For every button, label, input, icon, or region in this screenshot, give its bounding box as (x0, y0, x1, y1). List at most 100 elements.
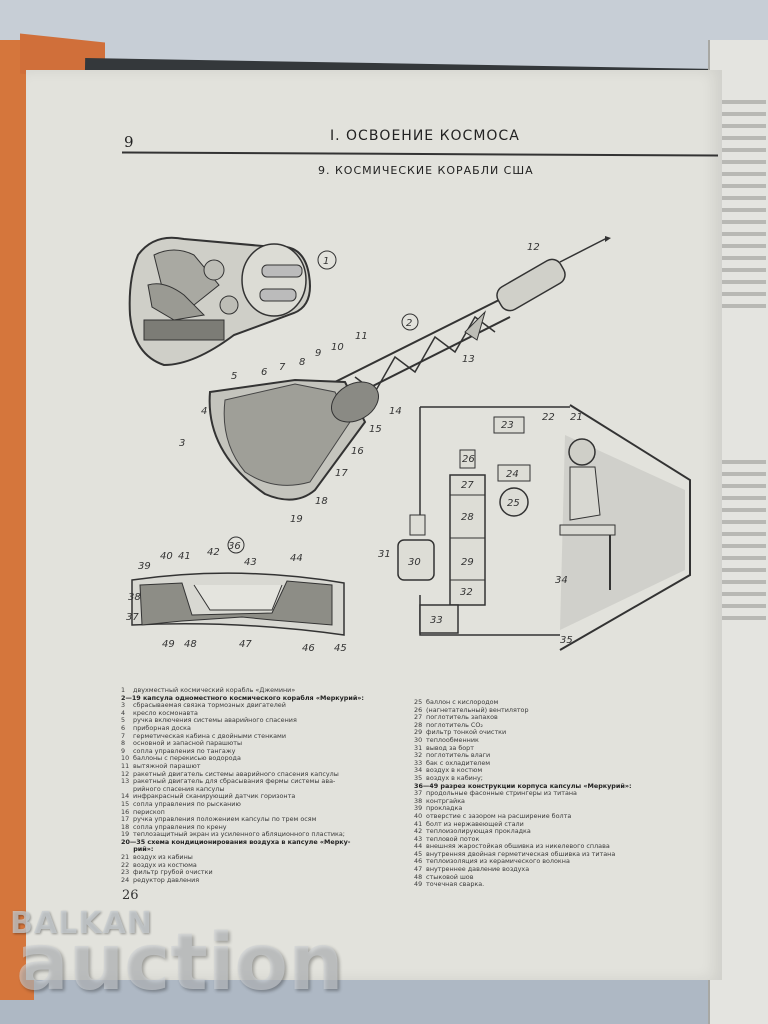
legend-item-number: 20—35 (121, 837, 146, 846)
legend-item-number: 14 (121, 792, 130, 801)
legend-item-text: поглотитель CO₂ (426, 720, 483, 729)
legend-item: 25 баллон с кислородом (414, 698, 632, 707)
legend-item: 21 воздух из кабины (121, 853, 364, 862)
legend-item: 17 ручка управления положением капсулы п… (121, 815, 364, 824)
svg-text:18: 18 (315, 496, 328, 507)
callout-2: 2 (406, 318, 412, 329)
legend-item-number: 19 (121, 830, 130, 839)
legend-item-number: 25 (414, 698, 423, 706)
svg-text:8: 8 (299, 357, 305, 368)
legend-item-text: двухместный космический корабль «Джемини… (133, 686, 296, 694)
legend-item: 3 сбрасываемая связка тормозных двигател… (121, 701, 364, 710)
legend-item-number: 42 (414, 827, 423, 836)
svg-text:4: 4 (201, 406, 207, 417)
legend-item-number: 6 (121, 723, 126, 732)
legend-item-text: фильтр тонкой очистки (426, 728, 507, 737)
legend-item: 36—49 разрез конструкции корпуса капсулы… (414, 781, 632, 791)
legend-item-text: капсула одноместного космического корабл… (142, 693, 364, 702)
svg-text:25: 25 (507, 498, 520, 509)
legend-item-text: теплоизолирующая прокладка (426, 827, 531, 836)
legend-item-number: 30 (414, 735, 423, 744)
legend-item-number: 32 (414, 751, 423, 760)
svg-text:49: 49 (162, 639, 175, 650)
watermark-auction: auction (16, 918, 344, 1008)
legend-item-text: рийного спасения капсулы (133, 784, 225, 793)
svg-text:30: 30 (408, 557, 421, 568)
legend-item-text: продольные фасонные стрингеры из титана (426, 789, 577, 798)
legend-item-number: 44 (414, 842, 423, 851)
svg-text:23: 23 (501, 420, 514, 431)
svg-text:21: 21 (570, 412, 583, 423)
svg-text:6: 6 (261, 367, 267, 378)
legend-item-text: редуктор давления (133, 875, 200, 884)
svg-text:17: 17 (335, 468, 348, 479)
legend-item: 26 (нагнетательный) вентилятор (414, 706, 632, 715)
legend-item-number: 28 (414, 720, 423, 729)
svg-text:15: 15 (369, 424, 382, 435)
legend-item-text: фильтр грубой очистки (133, 868, 213, 877)
legend-item-number: 48 (414, 872, 423, 881)
legend-item-number: 31 (414, 743, 423, 752)
svg-text:37: 37 (126, 612, 139, 623)
legend-item-number: 33 (414, 758, 423, 767)
legend-item-text: баллоны с перекисью водорода (133, 754, 241, 763)
legend-item-number: 9 (121, 746, 126, 755)
watermark-balkan: BALKAN (10, 906, 153, 941)
svg-text:29: 29 (461, 557, 474, 568)
legend-item-number: 11 (121, 761, 130, 770)
legend-item-text: тепловой поток (426, 834, 480, 843)
legend-item: 20—35 схема кондиционирования воздуха в … (121, 837, 364, 847)
legend-item: 7 герметическая кабина с двойными стенка… (121, 731, 364, 741)
legend-item: 5 ручка включения системы аварийного спа… (121, 717, 364, 725)
legend-item-number: 13 (121, 777, 130, 786)
legend-item: 6 приборная доска (121, 723, 364, 733)
legend-item: 29 фильтр тонкой очистки (414, 729, 632, 737)
svg-text:38: 38 (128, 592, 141, 603)
legend-item: 42 теплоизолирующая прокладка (414, 827, 632, 836)
legend-item-text: ручка включения системы аварийного спасе… (133, 716, 297, 725)
legend-item: 10 баллоны с перекисью водорода (121, 755, 364, 763)
svg-text:12: 12 (527, 242, 540, 253)
legend-item-text: воздух из кабины (133, 853, 193, 862)
legend-item-text: точечная сварка. (426, 880, 485, 889)
svg-text:44: 44 (290, 553, 303, 564)
legend-item-text: основной и запасной парашюты (133, 739, 243, 748)
legend-item-text: контргайка (426, 796, 465, 805)
legend-item-number: 3 (121, 701, 126, 710)
legend-item: 48 стыковой шов (414, 872, 632, 882)
legend-item-number: 47 (414, 865, 423, 874)
svg-text:13: 13 (462, 354, 475, 365)
legend-item-number: 10 (121, 754, 130, 763)
svg-text:26: 26 (462, 454, 475, 465)
legend-item: 39 прокладка (414, 805, 632, 813)
legend-item-text: теплообменник (426, 735, 479, 744)
legend-item-number: 8 (121, 739, 126, 748)
legend-item-text: герметическая кабина с двойными стенками (133, 731, 287, 740)
svg-text:10: 10 (331, 342, 344, 353)
legend-item-text: приборная доска (133, 723, 191, 732)
section-title: 9. КОСМИЧЕСКИЕ КОРАБЛИ США (318, 164, 534, 177)
legend-item-number: 24 (121, 875, 130, 884)
legend-item-text: перископ (133, 807, 165, 816)
legend-item-number: 16 (121, 807, 130, 816)
legend-item-number: 35 (414, 773, 423, 782)
legend-item-number: 40 (414, 811, 423, 820)
table-surface (0, 975, 768, 1024)
legend-item: рий»: (121, 846, 364, 854)
legend-item-number: 18 (121, 822, 130, 831)
legend-item-text: сопла управления по крену (133, 822, 227, 831)
page-number-top: 9 (124, 133, 134, 151)
legend-item-text: вывод за борт (426, 743, 474, 752)
svg-text:45: 45 (334, 643, 347, 654)
legend-item-text: разрез конструкции корпуса капсулы «Мерк… (440, 781, 632, 790)
legend-left: 1 двухместный космический корабль «Джеми… (121, 686, 364, 884)
legend-item-text: воздух в костюм (426, 766, 483, 775)
legend-item: 27 поглотитель запахов (414, 713, 632, 722)
svg-text:47: 47 (239, 639, 252, 650)
legend-item: 33 бак с охладителем (414, 758, 632, 768)
svg-text:19: 19 (290, 514, 303, 525)
svg-text:34: 34 (555, 575, 568, 586)
legend-item-number: 49 (414, 880, 423, 889)
svg-text:31: 31 (378, 549, 391, 560)
legend-item-number: 21 (121, 853, 130, 862)
